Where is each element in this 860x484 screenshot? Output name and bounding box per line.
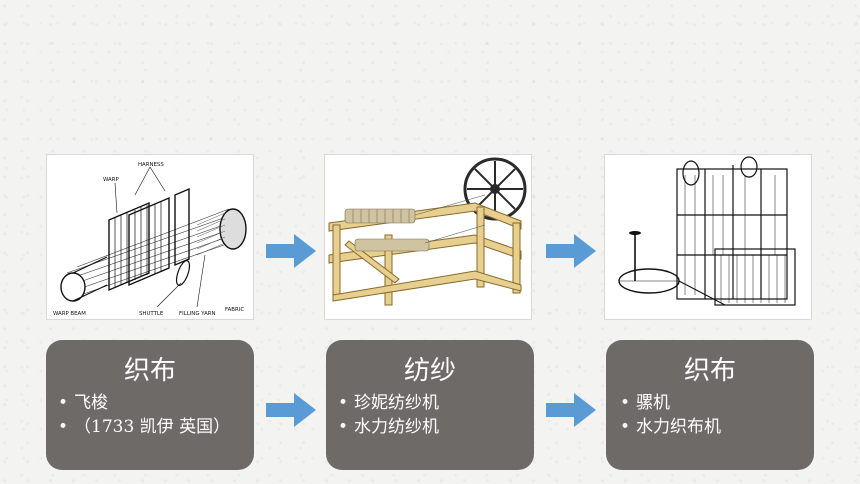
weaving-panel-2: 织布 •骡机 •水力织布机 bbox=[606, 340, 814, 470]
panel-list: •珍妮纺纱机 •水力纺纱机 bbox=[326, 391, 534, 439]
panel-list: •飞梭 •（1733 凯伊 英国） bbox=[46, 391, 254, 439]
right-arrow-icon bbox=[546, 393, 596, 427]
list-item: •（1733 凯伊 英国） bbox=[58, 415, 244, 439]
loom-diagram-image: HARNESS WARP WARP BEAM SHUTTLE FILLING Y… bbox=[46, 154, 254, 320]
list-item: •水力纺纱机 bbox=[338, 415, 524, 439]
list-item: •珍妮纺纱机 bbox=[338, 391, 524, 415]
filling-yarn-label: FILLING YARN bbox=[179, 311, 216, 317]
item-text: 珍妮纺纱机 bbox=[354, 393, 439, 413]
right-arrow-icon bbox=[546, 234, 596, 268]
harness-label: HARNESS bbox=[138, 162, 164, 168]
right-arrow-icon bbox=[266, 393, 316, 427]
panel-list: •骡机 •水力织布机 bbox=[606, 391, 814, 439]
spinning-jenny-image bbox=[324, 154, 532, 320]
panel-title: 织布 bbox=[123, 356, 176, 386]
power-loom-image bbox=[604, 154, 812, 320]
weaving-panel-1: 织布 •飞梭 •（1733 凯伊 英国） bbox=[46, 340, 254, 470]
bullet: • bbox=[620, 393, 631, 413]
list-item: •飞梭 bbox=[58, 391, 244, 415]
item-text: 水力纺纱机 bbox=[354, 417, 439, 437]
warp-label: WARP bbox=[103, 177, 119, 183]
warp-beam-label: WARP BEAM bbox=[53, 311, 86, 317]
spinning-panel: 纺纱 •珍妮纺纱机 •水力纺纱机 bbox=[326, 340, 534, 470]
bullet: • bbox=[58, 393, 69, 413]
right-arrow-icon bbox=[266, 234, 316, 268]
item-text: 骡机 bbox=[636, 393, 670, 413]
bullet: • bbox=[338, 393, 349, 413]
item-text: （1733 凯伊 英国） bbox=[74, 417, 231, 437]
bullet: • bbox=[58, 417, 69, 437]
panel-title: 纺纱 bbox=[403, 356, 456, 386]
bullet: • bbox=[620, 417, 631, 437]
panel-title: 织布 bbox=[683, 356, 736, 386]
shuttle-label: SHUTTLE bbox=[139, 311, 164, 317]
list-item: •骡机 bbox=[620, 391, 804, 415]
list-item: •水力织布机 bbox=[620, 415, 804, 439]
fabric-label: FABRIC bbox=[225, 307, 244, 313]
bullet: • bbox=[338, 417, 349, 437]
item-text: 水力织布机 bbox=[636, 417, 721, 437]
item-text: 飞梭 bbox=[74, 393, 108, 413]
